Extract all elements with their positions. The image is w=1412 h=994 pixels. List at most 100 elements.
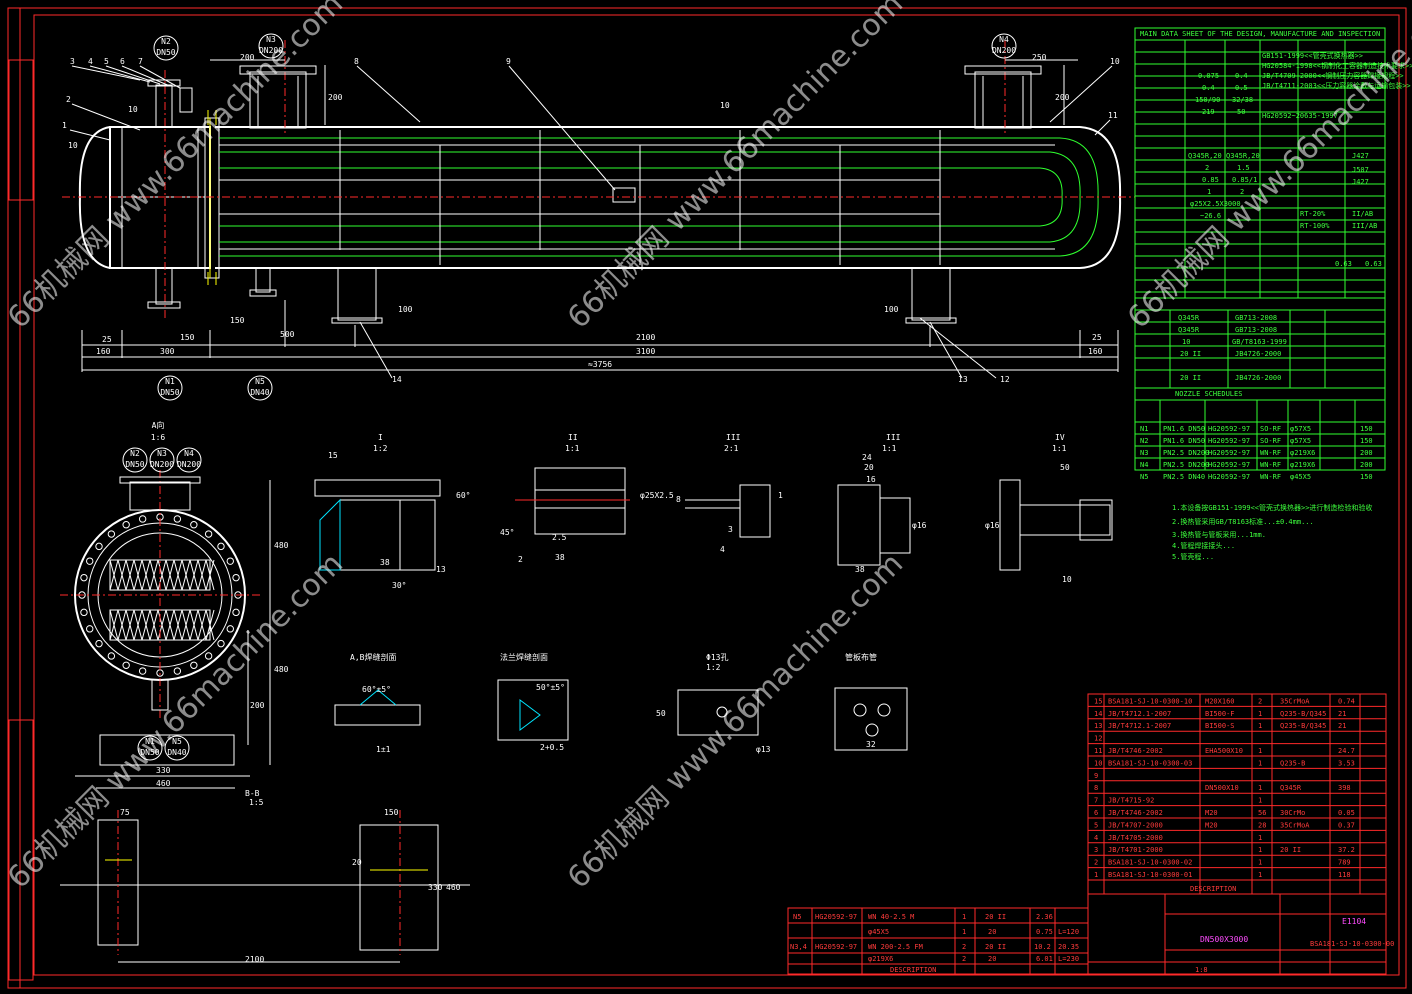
bom-cell: 1 [1258, 747, 1262, 755]
bom-cell: 35CrMoA [1280, 697, 1310, 705]
svg-text:38: 38 [555, 553, 565, 562]
svg-text:300: 300 [160, 347, 175, 356]
nozzle-schedule-cell: PN2.5 DN200 [1163, 461, 1209, 469]
svg-text:GB713-2008: GB713-2008 [1235, 314, 1277, 322]
bom-cell: 1 [1258, 784, 1262, 792]
svg-text:L=120: L=120 [1058, 928, 1079, 936]
nozzle-schedule-cell: HG20592-97 [1208, 473, 1250, 481]
bolt-hole [122, 521, 130, 529]
ds-code-rows: GB151-1999<<管壳式换热器>> HG20584-1998<<钢制化工容… [1262, 51, 1412, 120]
svg-text:1.本设备按GB151-1999<<管壳式换热器>>进行制造: 1.本设备按GB151-1999<<管壳式换热器>>进行制造检验和验收 [1172, 503, 1372, 512]
svg-text:20 II: 20 II [1180, 350, 1201, 358]
svg-text:HG20592-97: HG20592-97 [815, 913, 857, 921]
svg-text:RT-20%: RT-20% [1300, 210, 1326, 218]
svg-text:0.4: 0.4 [1202, 84, 1215, 92]
svg-text:0.85/1: 0.85/1 [1232, 176, 1257, 184]
svg-text:N3: N3 [157, 449, 167, 458]
svg-text:HG20584-1998<<钢制化工容器制造技术要求>>: HG20584-1998<<钢制化工容器制造技术要求>> [1262, 61, 1412, 70]
svg-text:20 II: 20 II [985, 943, 1006, 951]
svg-text:WN 200-2.5 FM: WN 200-2.5 FM [868, 943, 923, 951]
svg-text:66机械网 www.66machine.com: 66机械网 www.66machine.com [561, 546, 910, 895]
svg-text:1:5: 1:5 [249, 798, 264, 807]
bom-cell: 1 [1258, 871, 1262, 879]
technical-notes: 1.本设备按GB151-1999<<管壳式换热器>>进行制造检验和验收 2.换热… [1172, 503, 1372, 561]
svg-text:JB4726-2000: JB4726-2000 [1235, 350, 1281, 358]
bolt-hole [80, 573, 88, 582]
svg-text:3.换热管与管板采用...1mm.: 3.换热管与管板采用...1mm. [1172, 530, 1266, 539]
nozzle-schedule-cell: φ57X5 [1290, 437, 1311, 445]
bom-cell: JB/T4712.1-2007 [1108, 710, 1171, 718]
bom-cell: 1 [1094, 871, 1098, 879]
bolt-hole [226, 625, 234, 633]
svg-text:8: 8 [354, 57, 359, 66]
svg-text:200: 200 [250, 701, 265, 710]
svg-text:N3: N3 [266, 35, 276, 44]
svg-text:480: 480 [274, 665, 289, 674]
bom-cell: 1 [1258, 846, 1262, 854]
detail-views: I 1:2 15 60° 38 13 30° II 1:1 45° 2.5 38… [314, 433, 1113, 754]
svg-text:10: 10 [128, 105, 138, 114]
bolt-hole [95, 639, 103, 648]
bom-cell: BI500-F [1205, 710, 1235, 718]
svg-text:14: 14 [392, 375, 402, 384]
inner-frame [33, 14, 1400, 976]
support-section-b-b: 2100 75 150 20 330 460 B-B 1:5 [60, 789, 470, 964]
svg-text:1: 1 [778, 491, 783, 500]
svg-text:φ219X6: φ219X6 [868, 955, 893, 963]
bolt-hole [138, 667, 147, 675]
nozzle-schedule-cell: HG20592-97 [1208, 461, 1250, 469]
nozzle-schedule-cell: WN-RF [1260, 461, 1281, 469]
svg-text:JB4726-2000: JB4726-2000 [1235, 374, 1281, 382]
svg-text:DN40: DN40 [167, 748, 186, 757]
svg-text:460: 460 [446, 883, 461, 892]
bom-cell: 1 [1258, 797, 1262, 805]
nozzle-schedule-cell: 200 [1360, 461, 1373, 469]
bom-cell: Q235-B [1280, 759, 1305, 767]
nozzle-schedule-cell: φ219X6 [1290, 449, 1315, 457]
nozzle-schedule-cell: φ219X6 [1290, 461, 1315, 469]
svg-text:1: 1 [962, 928, 966, 936]
svg-text:III: III [886, 433, 901, 442]
svg-text:2.换热管采用GB/T8163标准...±0.4mm...: 2.换热管采用GB/T8163标准...±0.4mm... [1172, 517, 1314, 526]
svg-text:20 II: 20 II [1180, 374, 1201, 382]
bom-cell: BSA181-SJ-10-0300-02 [1108, 859, 1192, 867]
svg-text:12: 12 [1000, 375, 1010, 384]
svg-text:DN500X3000: DN500X3000 [1200, 935, 1248, 944]
bom-cell: 11 [1094, 747, 1102, 755]
bom-cell: JB/T4701-2000 [1108, 846, 1163, 854]
svg-text:150/90: 150/90 [1195, 96, 1220, 104]
svg-text:N5: N5 [255, 377, 265, 386]
bom-cell: 7 [1094, 797, 1098, 805]
svg-text:45°: 45° [500, 528, 514, 537]
main-dimensions: 25 160 300 150 150 500 2100 3100 ≈3756 2… [96, 53, 1103, 369]
svg-text:N4: N4 [184, 449, 194, 458]
svg-text:480: 480 [274, 541, 289, 550]
bom-cell: 789 [1338, 859, 1351, 867]
materials-table: Q345R GB713-2008 Q345R GB713-2008 10 GB/… [1134, 297, 1386, 389]
nozzle-schedule-cell: N5 [1140, 473, 1148, 481]
svg-text:150: 150 [230, 316, 245, 325]
nozzle-schedule-cell: PN2.5 DN40 [1163, 473, 1205, 481]
svg-text:1: 1 [1207, 188, 1211, 196]
bom-cell: 37.2 [1338, 846, 1355, 854]
svg-text:32: 32 [866, 740, 876, 749]
svg-text:φ25X2.5X3000: φ25X2.5X3000 [1190, 200, 1241, 208]
svg-text:1:2: 1:2 [373, 444, 388, 453]
svg-text:10: 10 [1182, 338, 1190, 346]
svg-text:Q345R: Q345R [1178, 326, 1200, 334]
svg-text:A,B焊缝剖面: A,B焊缝剖面 [350, 652, 396, 662]
svg-text:20: 20 [864, 463, 874, 472]
svg-text:JB/T4709-2000<<钢制压力容器焊接规程>>: JB/T4709-2000<<钢制压力容器焊接规程>> [1262, 71, 1404, 80]
svg-text:II/AB: II/AB [1352, 210, 1373, 218]
bom-cell: M20 [1205, 809, 1218, 817]
svg-text:I: I [378, 433, 383, 442]
svg-text:GB713-2008: GB713-2008 [1235, 326, 1277, 334]
bom-cell: 1 [1258, 859, 1262, 867]
bom-cell: 24.7 [1338, 747, 1355, 755]
svg-text:1:1: 1:1 [565, 444, 580, 453]
svg-text:16: 16 [866, 475, 876, 484]
nozzle-schedule-cell: N3 [1140, 449, 1148, 457]
svg-text:460: 460 [156, 779, 171, 788]
left-strip-stamp [8, 59, 34, 201]
nozzle-schedule-cell: φ57X5 [1290, 425, 1311, 433]
